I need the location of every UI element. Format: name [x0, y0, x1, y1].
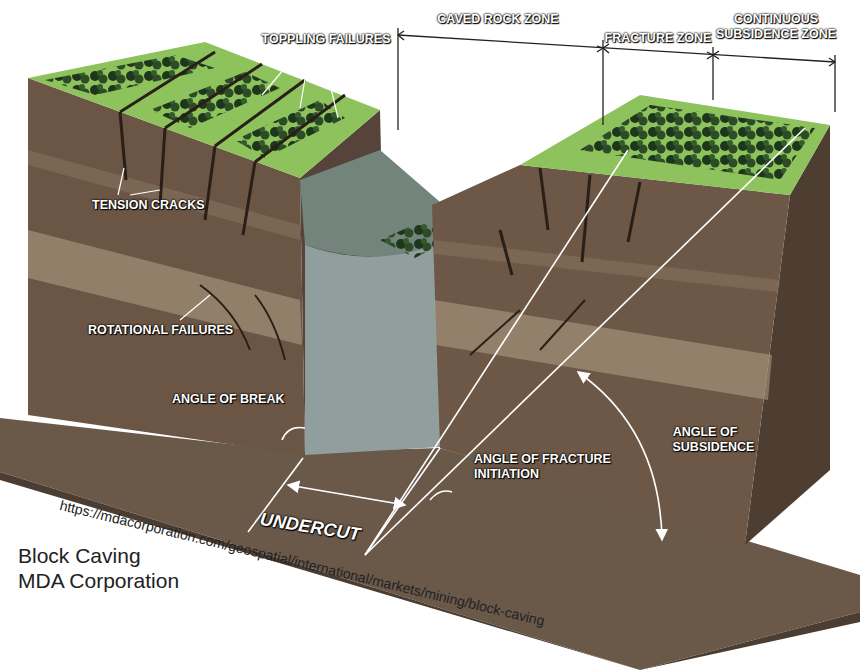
leader-lines [118, 50, 338, 320]
crack [470, 310, 520, 355]
leader-line [118, 168, 124, 195]
dimension-tick [834, 55, 835, 112]
rock-stratum [28, 230, 302, 345]
trees [45, 55, 215, 95]
crack [628, 182, 640, 242]
grass-top [28, 42, 380, 178]
crack [205, 146, 215, 220]
angle-label: ANGLE OF FRACTURE INITIATION [474, 452, 611, 482]
undercut-tick [365, 448, 440, 555]
break-angle-arc [282, 428, 305, 441]
rock-stratum [434, 240, 780, 292]
dimension-arrowhead [713, 51, 719, 59]
leader-line [262, 50, 300, 95]
crack [160, 128, 165, 205]
undercut-arrow [288, 485, 405, 505]
zone-dimension [398, 28, 835, 130]
crack [165, 64, 262, 128]
leader-line [180, 295, 210, 320]
rock-face [432, 165, 790, 545]
crack [540, 168, 548, 230]
dimension-arrowhead [603, 44, 609, 53]
crack [243, 162, 255, 235]
leader-line [130, 190, 160, 195]
zone-label: FRACTURE ZONE [605, 31, 712, 46]
fracture-angle-line [365, 150, 628, 555]
callout-label: ROTATIONAL FAILURES [88, 323, 233, 338]
crack [540, 300, 585, 350]
leader-line [300, 50, 310, 108]
callout-label: TOPPLING FAILURES [262, 32, 391, 47]
dimension-arrowhead [707, 52, 713, 59]
dimension-arrowhead [829, 58, 835, 66]
caption: Block Caving MDA Corporation [18, 543, 180, 593]
fracture-angle-arc [430, 491, 452, 500]
rotational-crack [200, 285, 250, 350]
crack [500, 230, 512, 275]
dimension-tick [602, 40, 603, 125]
grass-top [520, 95, 830, 195]
subsidence-angle-line [365, 128, 805, 555]
leader-line [322, 50, 338, 118]
angle-label: ANGLE OF BREAK [172, 392, 285, 407]
zone-label: CAVED ROCK ZONE [437, 12, 558, 27]
angle-label: ANGLE OF SUBSIDENCE [673, 425, 738, 455]
dimension-arrowhead [398, 31, 404, 40]
angle-lines [248, 128, 805, 555]
zone-label: CONTINUOUS SUBSIDENCE ZONE [716, 12, 837, 42]
callout-label: TENSION CRACKS [92, 198, 205, 213]
rock-stratum [434, 300, 772, 400]
dimension-arrowhead [597, 46, 603, 52]
dimension-tick [397, 28, 398, 130]
rotational-crack [255, 295, 285, 360]
